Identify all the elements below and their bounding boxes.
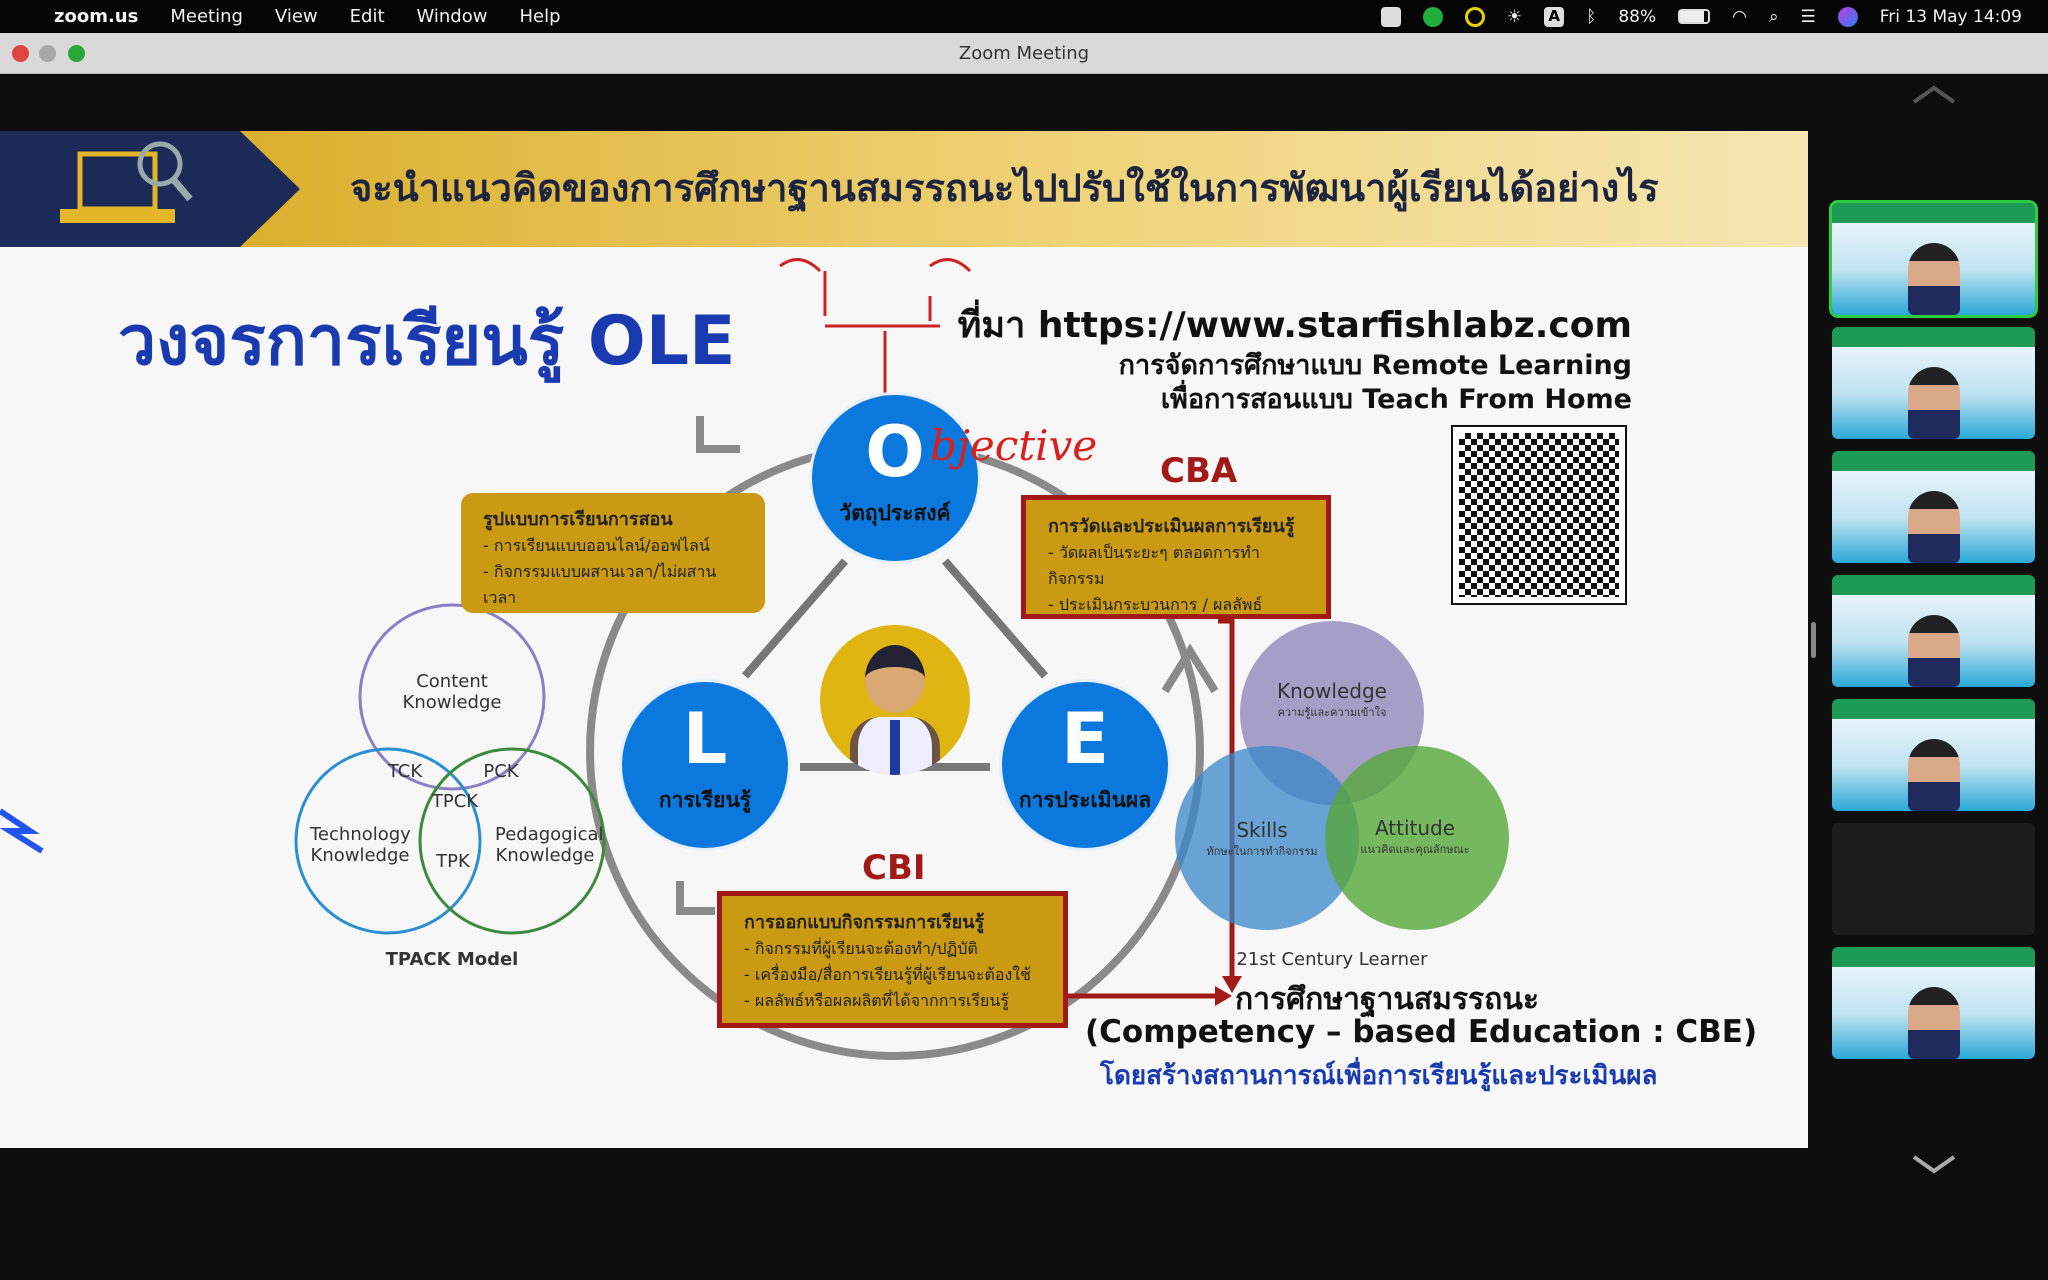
participant-tile[interactable] <box>1829 200 2038 318</box>
tpack-technology: Technology Knowledge <box>310 824 411 866</box>
participant-tile[interactable] <box>1832 699 2035 811</box>
scroll-down-icon[interactable] <box>1910 1153 1958 1177</box>
participant-tile[interactable] <box>1832 327 2035 439</box>
participant-tile[interactable] <box>1832 947 2035 1059</box>
bluetooth-icon[interactable]: ᛒ <box>1586 6 1597 27</box>
clock[interactable]: Fri 13 May 14:09 <box>1879 6 2022 27</box>
student-avatar <box>820 625 970 775</box>
handwritten-annotation: bjective <box>930 421 1098 470</box>
laptop-icon <box>60 141 193 223</box>
panel-resize-handle[interactable] <box>1811 622 1816 658</box>
menu-help[interactable]: Help <box>519 6 561 27</box>
slide-title: วงจรการเรียนรู้ OLE <box>118 302 736 381</box>
handwriting-marks <box>779 258 972 421</box>
o-e-arrow <box>941 558 1049 679</box>
menu-window[interactable]: Window <box>416 6 488 27</box>
qr-code <box>1451 425 1627 605</box>
shared-screen-slide: จะนำแนวคิดของการศึกษาฐานสมรรถนะไปปรับใช้… <box>0 131 1808 1148</box>
menu-bar: zoom.us Meeting View Edit Window Help ☀ … <box>0 0 2048 33</box>
tpack-label: TPACK Model <box>385 949 519 970</box>
cycle-arrow <box>696 416 740 453</box>
participant-video <box>1908 615 1960 687</box>
zoom-video-icon[interactable] <box>1380 6 1401 27</box>
slide-banner <box>0 131 1808 247</box>
line-icon[interactable] <box>1422 6 1443 27</box>
tpack-tck: TCK <box>387 761 423 782</box>
menu-edit[interactable]: Edit <box>349 6 385 27</box>
window-title-bar: Zoom Meeting <box>0 33 2048 74</box>
window-title: Zoom Meeting <box>958 43 1090 64</box>
battery-icon[interactable] <box>1678 9 1711 24</box>
participant-tile[interactable] <box>1832 575 2035 687</box>
cycle-arrow <box>676 881 715 915</box>
cba-box: การวัดและประเมินผลการเรียนรู้ - วัดผลเป็… <box>1021 495 1331 619</box>
input-source-icon[interactable]: A <box>1544 6 1565 27</box>
control-center-icon[interactable]: ☰ <box>1800 6 1816 27</box>
tpack-content-circle <box>358 603 546 791</box>
cbe-thai: การศึกษาฐานสมรรถนะ <box>1235 982 1539 1017</box>
participant-tile[interactable] <box>1832 451 2035 563</box>
tpack-content: Content Knowledge <box>402 671 502 713</box>
pen-mark <box>0 808 44 854</box>
tpack-technology-circle <box>294 747 482 935</box>
cbi-box: การออกแบบกิจกรรมการเรียนรู้ - กิจกรรมที่… <box>717 891 1068 1028</box>
siri-icon[interactable] <box>1837 6 1858 27</box>
source-line-3: เพื่อการสอนแบบ Teach From Home <box>1160 384 1632 415</box>
battery-percent: 88% <box>1618 6 1657 27</box>
participant-tile[interactable] <box>1832 823 2035 935</box>
source-line-2: การจัดการศึกษาแบบ Remote Learning <box>1118 350 1632 381</box>
tpack-pck: PCK <box>483 761 519 782</box>
menu-meeting[interactable]: Meeting <box>170 6 243 27</box>
maximize-button[interactable] <box>68 45 85 62</box>
participant-video <box>1908 491 1960 563</box>
cba-label: CBA <box>1160 451 1238 491</box>
cycle-arrow <box>1161 643 1219 694</box>
participant-video <box>1908 243 1960 315</box>
cbe-english: (Competency – based Education : CBE) <box>1085 1014 1758 1050</box>
participant-video <box>1908 987 1960 1059</box>
attitude-circle <box>1325 746 1509 930</box>
menu-app[interactable]: zoom.us <box>54 6 139 27</box>
tpack-pedagogical: Pedagogical Knowledge <box>495 824 604 866</box>
source-url: ที่มา https://www.starfishlabz.com <box>957 305 1632 346</box>
menu-view[interactable]: View <box>274 6 318 27</box>
participant-video <box>1908 739 1960 811</box>
cbi-label: CBI <box>862 848 926 888</box>
wifi-icon[interactable]: ◠ <box>1732 6 1747 27</box>
tpack-tpck: TPCK <box>431 791 479 812</box>
brightness-icon[interactable]: ☀ <box>1506 6 1523 27</box>
minimize-button[interactable] <box>39 45 56 62</box>
close-button[interactable] <box>12 45 29 62</box>
skills-circle <box>1175 746 1359 930</box>
teaching-model-box: รูปแบบการเรียนการสอน - การเรียนแบบออนไลน… <box>461 493 765 613</box>
scroll-up-icon[interactable] <box>1910 82 1958 106</box>
cycle-diagram <box>0 258 1509 1060</box>
search-icon[interactable]: ⌕ <box>1768 6 1779 27</box>
participant-video <box>1908 367 1960 439</box>
o-l-arrow <box>741 558 849 679</box>
banner-title: จะนำแนวคิดของการศึกษาฐานสมรรถนะไปปรับใช้… <box>350 166 1659 210</box>
century-label: 21st Century Learner <box>1236 949 1428 970</box>
banner-logo-area <box>0 131 300 247</box>
tpack-tpk: TPK <box>436 851 470 872</box>
cbe-subtitle: โดยสร้างสถานการณ์เพื่อการเรียนรู้และประเ… <box>1100 1061 1658 1091</box>
tpack-pedagogical-circle <box>418 747 606 935</box>
norton-icon[interactable] <box>1464 6 1485 27</box>
